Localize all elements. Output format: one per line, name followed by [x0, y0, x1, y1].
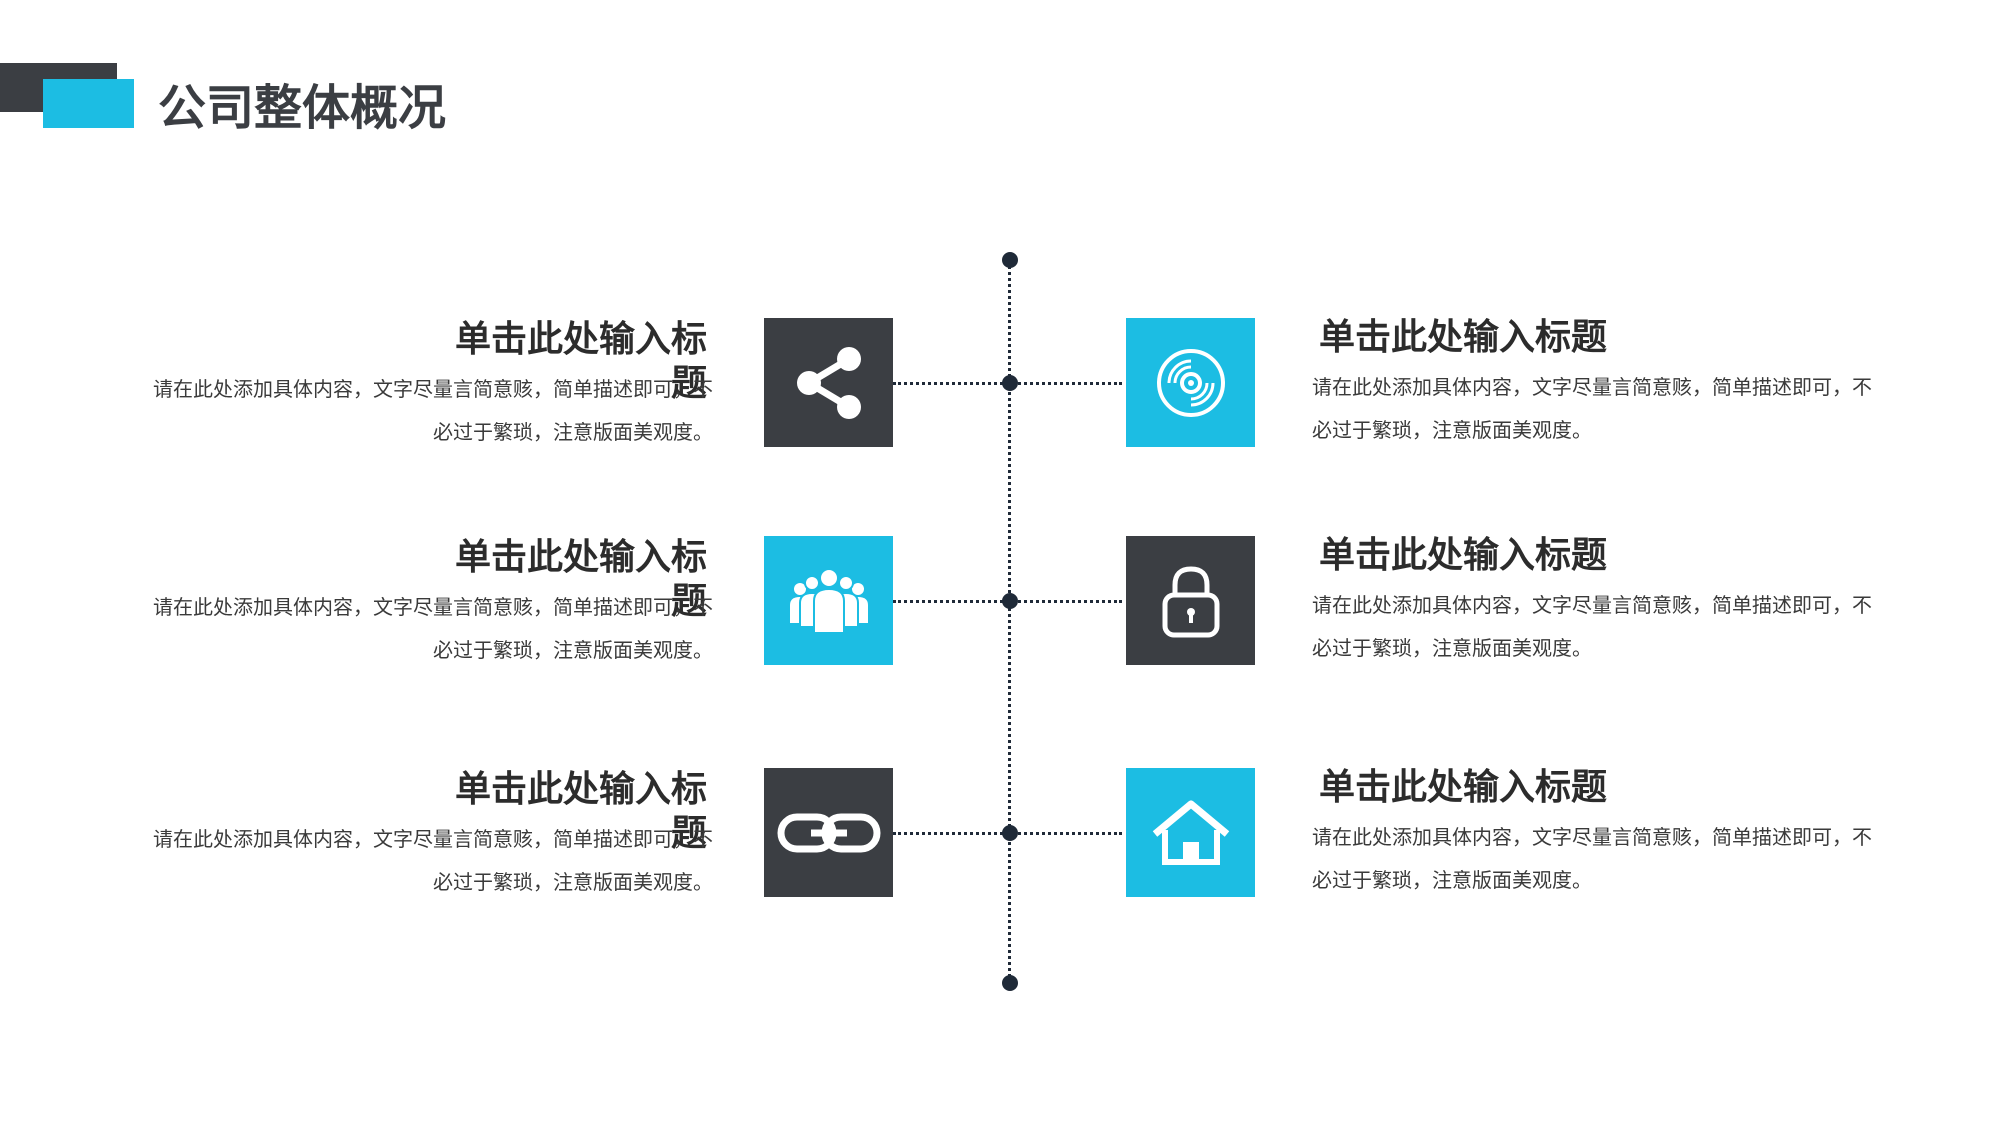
timeline-top-dot	[1002, 252, 1018, 268]
item-tile-5	[764, 768, 893, 897]
item-tile-3	[764, 536, 893, 665]
link-icon	[777, 813, 880, 852]
timeline-vertical-line	[1008, 260, 1011, 983]
lock-icon	[1162, 565, 1219, 637]
home-icon	[1152, 800, 1229, 865]
item-title-5: 单击此处输入标题	[454, 769, 707, 854]
item-desc-3: 请在此处添加具体内容，文字尽量言简意赅，简单描述即可，不必过于繁琐，注意版面美观…	[153, 595, 713, 662]
timeline-node-row-1	[1002, 375, 1018, 391]
item-desc-5: 请在此处添加具体内容，文字尽量言简意赅，简单描述即可，不必过于繁琐，注意版面美观…	[153, 827, 713, 894]
share-icon	[796, 346, 861, 419]
timeline-node-row-2	[1002, 593, 1018, 609]
item-tile-6	[1126, 768, 1255, 897]
item-tile-4	[1126, 536, 1255, 665]
page-title: 公司整体概况	[158, 80, 447, 136]
item-tile-1	[764, 318, 893, 447]
team-icon	[789, 567, 868, 634]
header-decoration-blue	[43, 79, 134, 128]
item-desc-4: 请在此处添加具体内容，文字尽量言简意赅，简单描述即可，不必过于繁琐，注意版面美观…	[1312, 593, 1872, 660]
timeline-node-row-3	[1002, 825, 1018, 841]
item-title-2: 单击此处输入标题	[1319, 317, 1608, 358]
timeline-bottom-dot	[1002, 975, 1018, 991]
item-tile-2	[1126, 318, 1255, 447]
item-title-3: 单击此处输入标题	[454, 537, 707, 622]
disc-icon	[1156, 348, 1225, 417]
item-desc-6: 请在此处添加具体内容，文字尽量言简意赅，简单描述即可，不必过于繁琐，注意版面美观…	[1312, 825, 1872, 892]
item-title-1: 单击此处输入标题	[454, 319, 707, 404]
item-title-6: 单击此处输入标题	[1319, 767, 1608, 808]
item-title-4: 单击此处输入标题	[1319, 535, 1608, 576]
item-desc-2: 请在此处添加具体内容，文字尽量言简意赅，简单描述即可，不必过于繁琐，注意版面美观…	[1312, 375, 1872, 442]
item-desc-1: 请在此处添加具体内容，文字尽量言简意赅，简单描述即可，不必过于繁琐，注意版面美观…	[153, 377, 713, 444]
